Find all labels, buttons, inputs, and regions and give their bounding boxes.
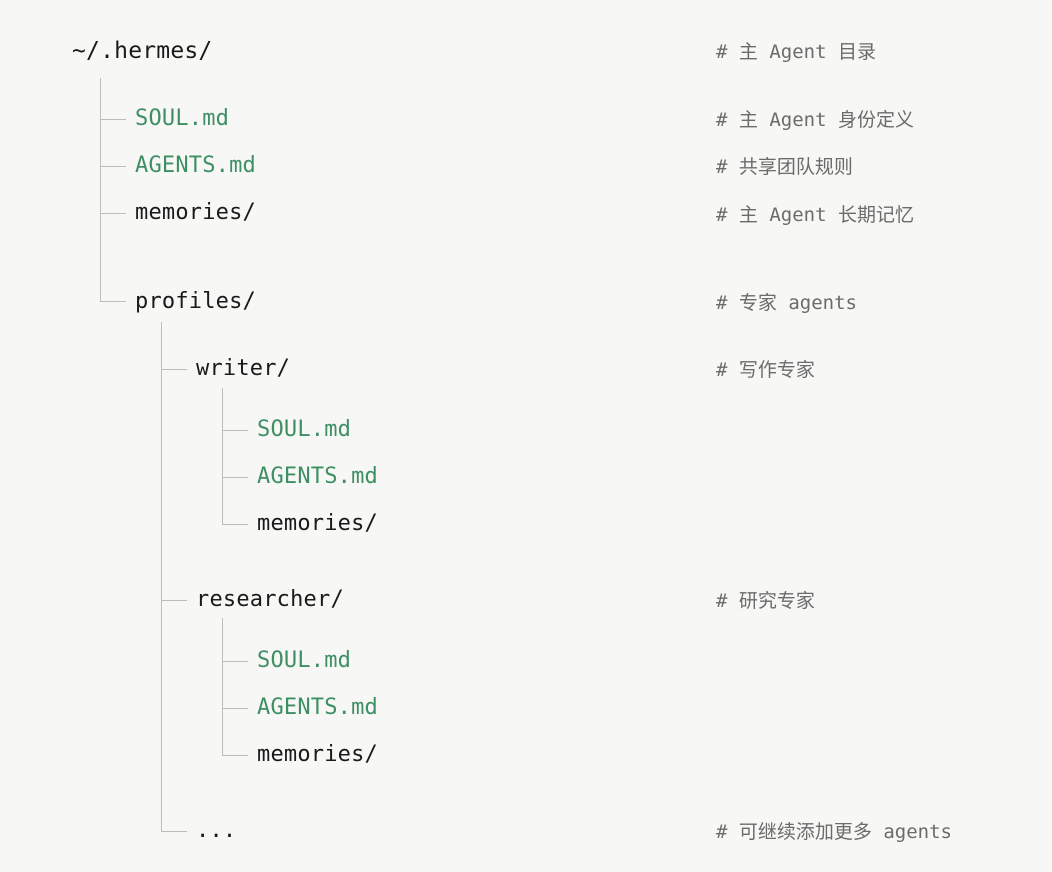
root-comment: # 主 Agent 目录	[716, 41, 876, 63]
researcher-directory: researcher/	[196, 587, 344, 612]
tree-connector	[222, 430, 248, 431]
root-directory: ~/.hermes/	[72, 38, 213, 64]
tree-connector	[222, 755, 248, 756]
tree-connector	[222, 708, 248, 709]
researcher-agents-file: AGENTS.md	[257, 695, 379, 720]
profiles-comment: # 专家 agents	[716, 292, 857, 314]
tree-connector	[100, 166, 126, 167]
tree-connector	[100, 301, 126, 302]
tree-connector	[100, 78, 101, 301]
tree-connector	[222, 661, 248, 662]
tree-connector	[100, 119, 126, 120]
profiles-directory: profiles/	[135, 289, 257, 314]
tree-connector	[161, 831, 187, 832]
main-memories-directory: memories/	[135, 200, 257, 225]
tree-connector	[222, 618, 223, 755]
tree-connector	[222, 388, 223, 524]
main-agents-comment: # 共享团队规则	[716, 156, 853, 178]
main-agents-file: AGENTS.md	[135, 153, 257, 178]
researcher-memories-directory: memories/	[257, 742, 379, 767]
main-soul-comment: # 主 Agent 身份定义	[716, 109, 914, 131]
tree-connector	[222, 524, 248, 525]
main-soul-file: SOUL.md	[135, 106, 230, 131]
writer-soul-file: SOUL.md	[257, 417, 352, 442]
writer-memories-directory: memories/	[257, 511, 379, 536]
writer-directory: writer/	[196, 356, 291, 381]
more-comment: # 可继续添加更多 agents	[716, 821, 952, 843]
tree-connector	[100, 213, 126, 214]
writer-comment: # 写作专家	[716, 359, 815, 381]
main-memories-comment: # 主 Agent 长期记忆	[716, 204, 914, 226]
tree-connector	[161, 369, 187, 370]
tree-connector	[161, 322, 162, 831]
tree-connector	[222, 477, 248, 478]
tree-connector	[161, 600, 187, 601]
researcher-comment: # 研究专家	[716, 590, 815, 612]
more-ellipsis: ...	[196, 818, 237, 843]
writer-agents-file: AGENTS.md	[257, 464, 379, 489]
researcher-soul-file: SOUL.md	[257, 648, 352, 673]
